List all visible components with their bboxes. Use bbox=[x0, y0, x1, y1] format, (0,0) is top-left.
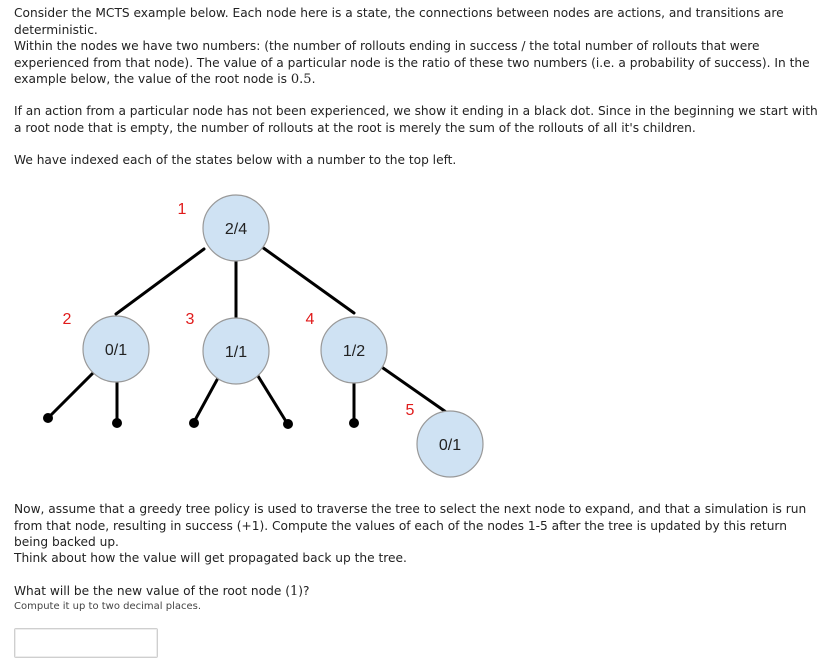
node-3 bbox=[202, 317, 270, 385]
leaf-dot bbox=[112, 418, 122, 428]
question-text-start: What will be the new value of the root n… bbox=[14, 584, 290, 598]
precision-hint: Compute it up to two decimal places. bbox=[14, 601, 202, 612]
indexed-text: We have indexed each of the states below… bbox=[14, 153, 457, 167]
node-2-index: 2 bbox=[63, 311, 72, 328]
answer-input[interactable] bbox=[14, 628, 158, 658]
node-4-index: 4 bbox=[306, 311, 315, 328]
now-assume-text: Now, assume that a greedy tree policy is… bbox=[14, 502, 807, 549]
leaf-dot bbox=[189, 418, 199, 428]
edge-1-4 bbox=[260, 245, 356, 315]
edge-4-5 bbox=[381, 366, 448, 414]
leaf-dot bbox=[283, 419, 293, 429]
node-3-label: 1/1 bbox=[225, 344, 247, 361]
nodes-description-text: Within the nodes we have two numbers: (t… bbox=[14, 39, 810, 86]
unexperienced-text: If an action from a particular node has … bbox=[14, 104, 818, 135]
leaf-dot bbox=[349, 418, 359, 428]
node-4-label: 1/2 bbox=[343, 343, 365, 360]
mcts-tree-diagram: 2/4 0/1 1/1 1/2 0/1 1 2 3 4 5 bbox=[43, 194, 484, 478]
root-value-inline: 0.5 bbox=[290, 72, 312, 87]
question-node-number: 1 bbox=[289, 584, 299, 599]
nodes-description-end: . bbox=[311, 72, 316, 86]
intro-text: Consider the MCTS example below. Each no… bbox=[14, 6, 784, 37]
edge-1-2 bbox=[114, 247, 206, 316]
node-1 bbox=[202, 194, 270, 262]
edge-3-leaf-b bbox=[256, 374, 289, 425]
leaf-dot bbox=[43, 413, 53, 423]
node-1-index: 1 bbox=[178, 201, 187, 218]
nodes-description: Within the nodes we have two numbers: (t… bbox=[14, 38, 824, 89]
think-text: Think about how the value will get propa… bbox=[14, 551, 407, 565]
node-3-index: 3 bbox=[186, 311, 195, 328]
node-4 bbox=[320, 316, 388, 384]
question-text-end: )? bbox=[298, 584, 310, 598]
edge-3-leaf-a bbox=[192, 376, 220, 424]
node-5-index: 5 bbox=[406, 402, 415, 419]
question-text: What will be the new value of the root n… bbox=[14, 583, 824, 601]
node-2-label: 0/1 bbox=[105, 342, 127, 359]
node-2 bbox=[82, 315, 150, 383]
edge-2-leaf-a bbox=[47, 369, 97, 419]
node-5-label: 0/1 bbox=[439, 437, 461, 454]
node-5 bbox=[416, 410, 484, 478]
node-1-label: 2/4 bbox=[225, 221, 247, 238]
